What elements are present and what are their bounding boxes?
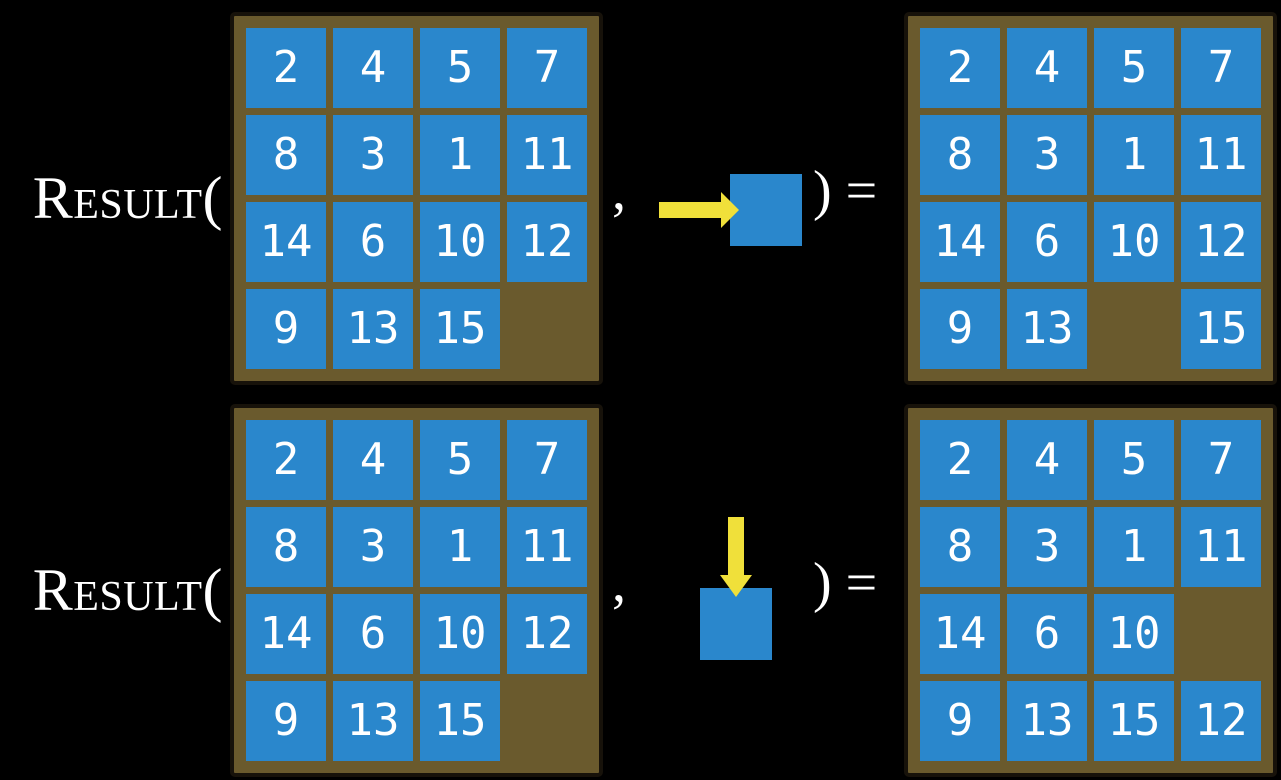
puzzle-tile: 12	[1181, 681, 1261, 761]
puzzle-tile: 9	[920, 289, 1000, 369]
puzzle-tile: 1	[420, 507, 500, 587]
puzzle-tile: 8	[246, 507, 326, 587]
empty-cell	[1181, 594, 1261, 674]
move-right-arrow-icon	[659, 192, 739, 228]
empty-cell	[507, 681, 587, 761]
comma-separator: ,	[612, 552, 626, 614]
puzzle-tile: 11	[1181, 507, 1261, 587]
puzzle-tile: 10	[1094, 202, 1174, 282]
puzzle-tile: 8	[920, 115, 1000, 195]
puzzle-tile: 13	[333, 289, 413, 369]
puzzle-tile: 7	[507, 420, 587, 500]
puzzle-tile: 9	[246, 289, 326, 369]
puzzle-tile: 13	[333, 681, 413, 761]
close-paren-equals: ) =	[813, 160, 878, 222]
puzzle-tile: 5	[420, 28, 500, 108]
puzzle-tile: 11	[507, 115, 587, 195]
puzzle-tile: 2	[246, 28, 326, 108]
puzzle-tile: 3	[333, 115, 413, 195]
puzzle-tile: 8	[246, 115, 326, 195]
puzzle-tile: 2	[920, 420, 1000, 500]
puzzle-tile: 5	[420, 420, 500, 500]
puzzle-tile: 3	[333, 507, 413, 587]
puzzle-tile: 6	[1007, 594, 1087, 674]
puzzle-tile: 15	[420, 681, 500, 761]
moved-tile-square	[730, 174, 802, 246]
puzzle-tile: 9	[246, 681, 326, 761]
puzzle-tile: 14	[920, 594, 1000, 674]
moved-tile-square	[700, 588, 772, 660]
result-function-label: Result(	[32, 165, 223, 231]
puzzle-tile: 8	[920, 507, 1000, 587]
puzzle-tile: 4	[1007, 420, 1087, 500]
move-down-arrow-icon	[720, 517, 752, 597]
puzzle-tile: 2	[246, 420, 326, 500]
puzzle-tile: 15	[1094, 681, 1174, 761]
close-paren-equals: ) =	[813, 552, 878, 614]
puzzle-tile: 13	[1007, 289, 1087, 369]
puzzle-tile: 11	[507, 507, 587, 587]
puzzle-tile: 4	[1007, 28, 1087, 108]
puzzle-tile: 7	[1181, 28, 1261, 108]
puzzle-tile: 7	[1181, 420, 1261, 500]
puzzle-tile: 4	[333, 420, 413, 500]
puzzle-tile: 11	[1181, 115, 1261, 195]
puzzle-tile: 6	[333, 202, 413, 282]
puzzle-tile: 10	[1094, 594, 1174, 674]
puzzle-tile: 5	[1094, 28, 1174, 108]
puzzle-tile: 10	[420, 202, 500, 282]
puzzle-tile: 1	[1094, 115, 1174, 195]
puzzle-tile: 15	[420, 289, 500, 369]
puzzle-tile: 15	[1181, 289, 1261, 369]
puzzle-tile: 1	[1094, 507, 1174, 587]
puzzle-tile: 2	[920, 28, 1000, 108]
empty-cell	[507, 289, 587, 369]
puzzle-tile: 12	[1181, 202, 1261, 282]
puzzle-tile: 7	[507, 28, 587, 108]
puzzle-tile: 6	[1007, 202, 1087, 282]
puzzle-tile: 12	[507, 594, 587, 674]
puzzle-tile: 6	[333, 594, 413, 674]
puzzle-tile: 14	[920, 202, 1000, 282]
result-function-label: Result(	[32, 557, 223, 623]
puzzle-tile: 14	[246, 202, 326, 282]
puzzle-tile: 1	[420, 115, 500, 195]
puzzle-tile: 14	[246, 594, 326, 674]
empty-cell	[1094, 289, 1174, 369]
puzzle-tile: 3	[1007, 507, 1087, 587]
puzzle-tile: 9	[920, 681, 1000, 761]
puzzle-tile: 4	[333, 28, 413, 108]
puzzle-tile: 10	[420, 594, 500, 674]
puzzle-tile: 5	[1094, 420, 1174, 500]
comma-separator: ,	[612, 160, 626, 222]
puzzle-tile: 12	[507, 202, 587, 282]
puzzle-tile: 13	[1007, 681, 1087, 761]
puzzle-tile: 3	[1007, 115, 1087, 195]
